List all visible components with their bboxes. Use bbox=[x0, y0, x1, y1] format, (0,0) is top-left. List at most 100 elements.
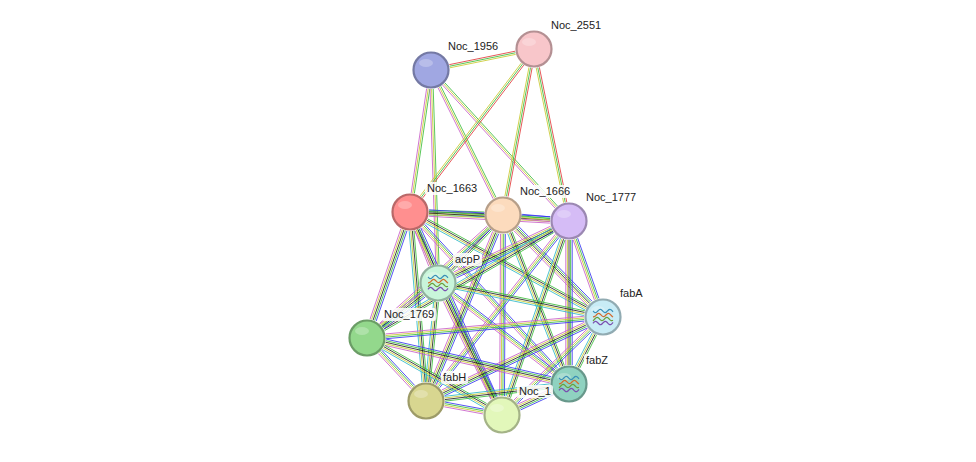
node-circle bbox=[419, 264, 457, 302]
node-fill bbox=[586, 300, 621, 335]
evidence-strand bbox=[449, 51, 515, 64]
interaction-edge bbox=[514, 329, 591, 404]
node-gloss bbox=[355, 327, 369, 335]
node-gloss bbox=[398, 201, 412, 209]
node-fill bbox=[414, 53, 449, 88]
structure-strand bbox=[559, 380, 579, 384]
node-fill bbox=[485, 398, 520, 433]
node-circle bbox=[550, 202, 588, 240]
node-circle bbox=[515, 30, 553, 68]
interaction-edge bbox=[454, 226, 553, 278]
node-label: Noc_1769 bbox=[382, 308, 436, 321]
evidence-strand bbox=[455, 229, 552, 275]
evidence-strand bbox=[382, 350, 415, 385]
evidence-strand bbox=[433, 233, 495, 384]
evidence-strand bbox=[570, 240, 571, 365]
evidence-strand bbox=[386, 339, 551, 377]
evidence-strand bbox=[370, 229, 401, 319]
evidence-strand bbox=[411, 89, 426, 193]
protein-node: Noc_2551 bbox=[515, 30, 553, 68]
evidence-strand bbox=[567, 240, 568, 365]
evidence-strand bbox=[457, 286, 585, 312]
structure-strand bbox=[428, 279, 448, 283]
protein-node: Noc_1956 bbox=[412, 51, 450, 89]
node-circle bbox=[412, 51, 450, 89]
protein-node: fabH bbox=[407, 382, 445, 420]
node-fill bbox=[409, 384, 444, 419]
node-fill bbox=[393, 195, 428, 230]
evidence-strand bbox=[445, 404, 484, 411]
node-circle bbox=[584, 298, 622, 336]
protein-structure bbox=[559, 376, 579, 391]
protein-node: Noc_1769 bbox=[348, 319, 386, 357]
protein-node: Noc_1666 bbox=[484, 196, 522, 234]
evidence-strand bbox=[444, 407, 483, 414]
evidence-strand bbox=[456, 288, 584, 314]
structure-strand bbox=[593, 309, 613, 312]
evidence-strand bbox=[522, 219, 550, 222]
interaction-edge bbox=[505, 67, 532, 196]
interaction-edge bbox=[449, 51, 515, 68]
node-circle bbox=[483, 396, 521, 434]
evidence-strand bbox=[382, 228, 551, 326]
evidence-strand bbox=[565, 240, 566, 365]
evidence-strand bbox=[517, 332, 591, 404]
evidence-strand bbox=[505, 67, 529, 196]
evidence-strand bbox=[386, 341, 551, 379]
interaction-edge bbox=[536, 67, 567, 202]
evidence-strand bbox=[578, 238, 599, 298]
node-gloss bbox=[491, 204, 505, 212]
protein-node: acpP bbox=[419, 264, 457, 302]
node-circle bbox=[391, 193, 429, 231]
evidence-strand bbox=[539, 67, 566, 202]
node-label: Noc_1956 bbox=[446, 40, 500, 53]
structure-strand bbox=[559, 384, 579, 388]
node-gloss bbox=[419, 59, 433, 67]
structure-strand bbox=[428, 275, 448, 278]
node-fill bbox=[421, 266, 456, 301]
interaction-edge bbox=[522, 214, 551, 221]
node-fill bbox=[552, 204, 587, 239]
node-label: Noc_1777 bbox=[584, 191, 638, 204]
evidence-strand bbox=[454, 228, 551, 274]
node-gloss bbox=[557, 210, 571, 218]
evidence-strand bbox=[536, 68, 563, 203]
node-label: fabZ bbox=[584, 354, 610, 367]
node-circle bbox=[484, 196, 522, 234]
node-circle bbox=[550, 365, 588, 403]
evidence-strand bbox=[457, 284, 585, 310]
node-fill bbox=[486, 198, 521, 233]
structure-strand bbox=[559, 376, 579, 379]
evidence-strand bbox=[573, 240, 594, 300]
evidence-strand bbox=[413, 89, 428, 193]
structure-strand bbox=[593, 321, 613, 324]
evidence-strand bbox=[442, 322, 585, 390]
evidence-strand bbox=[445, 405, 484, 412]
structure-strand bbox=[428, 283, 448, 287]
evidence-strand bbox=[515, 330, 589, 402]
protein-structure bbox=[593, 309, 613, 324]
protein-structure bbox=[428, 275, 448, 290]
node-gloss bbox=[490, 404, 504, 412]
node-label: Noc_2551 bbox=[549, 19, 603, 32]
node-gloss bbox=[522, 38, 536, 46]
structure-strand bbox=[559, 388, 579, 391]
evidence-strand bbox=[378, 354, 411, 389]
evidence-strand bbox=[516, 331, 590, 403]
evidence-strand bbox=[414, 89, 429, 193]
interaction-edge bbox=[409, 231, 427, 383]
evidence-strand bbox=[506, 68, 530, 197]
evidence-strand bbox=[450, 54, 516, 67]
node-label: Noc_1 bbox=[517, 385, 553, 398]
node-label: Noc_1663 bbox=[425, 182, 479, 195]
node-circle bbox=[348, 319, 386, 357]
evidence-strand bbox=[575, 239, 596, 299]
evidence-strand bbox=[441, 86, 496, 197]
evidence-strand bbox=[576, 239, 597, 299]
structure-strand bbox=[593, 313, 613, 317]
node-fill bbox=[517, 32, 552, 67]
evidence-strand bbox=[450, 53, 516, 66]
protein-node: fabA bbox=[584, 298, 622, 336]
